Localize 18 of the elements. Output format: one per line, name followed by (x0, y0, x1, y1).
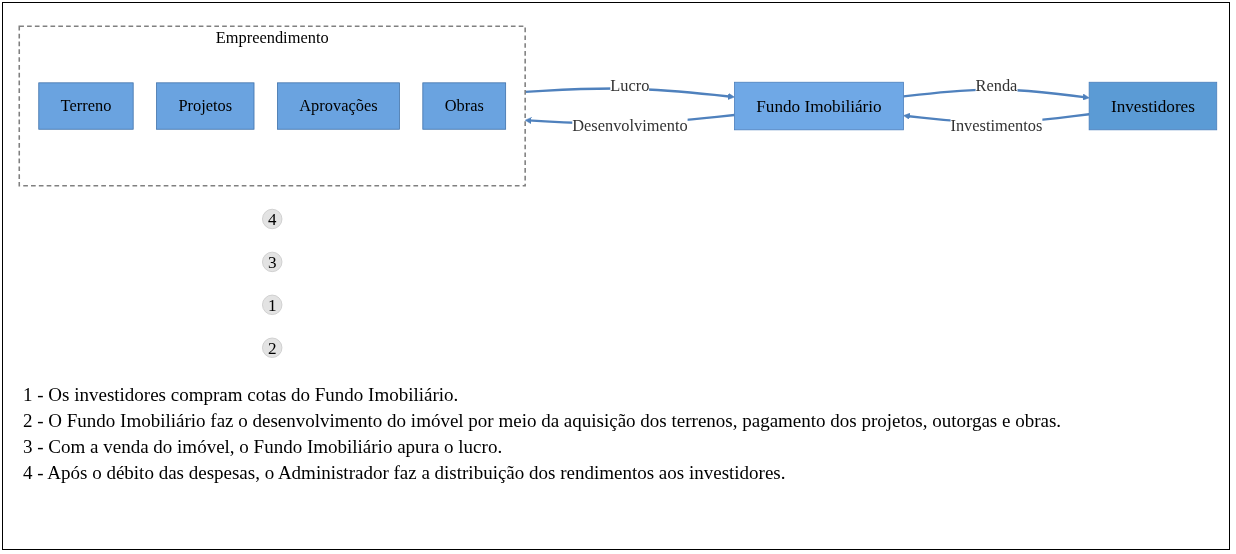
node-box: Aprovações (277, 82, 400, 130)
note-text: 4 - Após o débito das despesas, o Administrador faz a distribuição dos rendimentos aos investidores. (23, 461, 787, 485)
edge-label: Desenvolvimento (572, 115, 688, 135)
node-circle: 2 (262, 337, 283, 358)
edge-label: Renda (975, 75, 1018, 95)
note-text: 3 - Com a venda do imóvel, o Fundo Imobiliário apura o lucro. (23, 435, 504, 459)
node-circle: 3 (262, 251, 283, 272)
node-box: Fundo Imobiliário (734, 81, 904, 130)
edge-label: Lucro (610, 75, 650, 95)
node-box: Terreno (38, 82, 134, 130)
note-text: 2 - O Fundo Imobiliário faz o desenvolvimento do imóvel por meio da aquisição dos terrenos, pagamento dos projetos, outorgas e obras. (23, 409, 1063, 433)
node-circle: 4 (262, 208, 283, 229)
node-circle: 1 (262, 294, 283, 315)
node-box: Investidores (1088, 81, 1218, 130)
node-box: Projetos (156, 82, 255, 130)
node-box: Obras (422, 82, 507, 130)
edge-label: Investimentos (950, 115, 1043, 135)
note-text: 1 - Os investidores compram cotas do Fundo Imobiliário. (23, 383, 460, 407)
